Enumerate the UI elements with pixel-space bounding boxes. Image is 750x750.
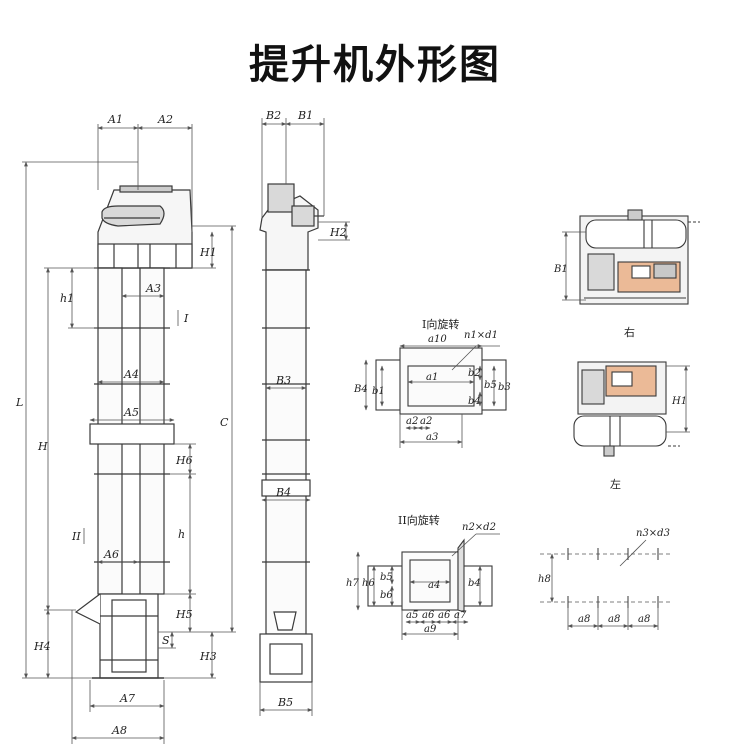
dim-A2: A2	[157, 113, 173, 126]
dim-h8: h8	[538, 574, 551, 585]
dim-II-b4: b4	[468, 578, 481, 589]
hole-marks	[567, 548, 659, 608]
dim-H4: H4	[33, 640, 51, 653]
dim-B3: B3	[275, 374, 291, 387]
dim-a8-1: a8	[578, 614, 590, 625]
dim-A7: A7	[119, 692, 135, 705]
detail-II-dimensions	[356, 533, 500, 640]
dim-H: H	[37, 440, 48, 453]
side-flanges	[261, 269, 311, 563]
dim-n3d3: n3×d3	[636, 528, 670, 539]
detail-I-inner	[407, 365, 475, 407]
dim-a6-left: a6	[422, 610, 435, 621]
marker-I: I	[183, 312, 189, 325]
dim-II-b5: b5	[380, 572, 393, 583]
dim-A1: A1	[107, 113, 123, 126]
dim-a10: a10	[428, 334, 447, 345]
dim-a3: a3	[426, 432, 438, 443]
side-view-labels: B2 B1 B3 B4 B5 H2	[265, 109, 347, 709]
dim-I-B4: B4	[353, 384, 368, 395]
dim-A8: A8	[111, 724, 127, 737]
detail-hole-labels: n3×d3 h8 a8 a8 a8	[538, 528, 670, 625]
dim-a9: a9	[424, 624, 437, 635]
dim-n2d2: n2×d2	[462, 522, 496, 533]
dim-b3: b3	[498, 382, 511, 393]
drive-left-label: 左	[610, 478, 621, 491]
front-view-dimensions	[22, 124, 236, 744]
dim-a7: a7	[454, 610, 467, 621]
dim-A5: A5	[123, 406, 139, 419]
dim-A3: A3	[145, 282, 161, 295]
dim-h6: h6	[362, 578, 375, 589]
dim-H6: H6	[175, 454, 193, 467]
dim-b2: b2	[468, 368, 481, 379]
dim-S: S	[162, 634, 170, 647]
dim-h: h	[178, 528, 185, 541]
side-casing	[265, 269, 307, 635]
dim-a8-3: a8	[638, 614, 650, 625]
casing-flanges	[89, 267, 175, 563]
front-view	[74, 185, 193, 679]
dim-a2-left: a2	[406, 416, 418, 427]
drive-left-motor	[581, 369, 605, 405]
dim-a1: a1	[426, 372, 438, 383]
drive-left-detail	[573, 361, 680, 457]
dim-a5: a5	[406, 610, 418, 621]
dim-H5: H5	[175, 608, 193, 621]
dim-a8-2: a8	[608, 614, 620, 625]
side-reducer	[291, 205, 315, 227]
dim-n1d1: n1×d1	[464, 330, 498, 341]
drive-right-label: 右	[624, 325, 635, 339]
detail-II-labels: II向旋转 n2×d2 a4 h7 h6 b5 b6 b4 a5 a6 a6 a…	[346, 513, 496, 635]
drive-right-dim-B1: B1	[553, 264, 568, 275]
head-top-plate	[119, 185, 173, 193]
dim-B4: B4	[275, 486, 291, 499]
inlet-chute	[74, 593, 101, 625]
dim-B2: B2	[265, 109, 281, 122]
dim-H1: H1	[199, 246, 217, 259]
front-view-labels: A1 A2 A3 A4 A5 A6 A7 A8 L H h1 H4 C H1 H…	[15, 113, 229, 737]
drive-left-dim-H1: H1	[671, 396, 687, 407]
page-title: 提升机外形图	[249, 42, 501, 88]
detail-hole-pattern	[540, 539, 672, 630]
detail-I-dimensions	[364, 344, 500, 448]
dim-H2: H2	[329, 226, 347, 239]
dim-h1: h1	[60, 292, 74, 305]
dim-H3: H3	[199, 650, 217, 663]
dim-h7: h7	[346, 578, 359, 589]
dim-b6: b6	[380, 590, 393, 601]
marker-II: II	[71, 530, 81, 543]
head-base-band	[97, 243, 193, 269]
dim-a4: a4	[428, 580, 440, 591]
detail-I-labels: I向旋转 n1×d1 a10 a1 B4 b1 b2 b3 b4 b5 a2 a…	[353, 317, 511, 443]
dim-L: L	[15, 396, 23, 409]
dim-B1: B1	[297, 109, 313, 122]
dim-a6-right: a6	[438, 610, 451, 621]
detail-II-side-plate	[457, 538, 465, 613]
detail-I-title: I向旋转	[422, 317, 459, 331]
dim-C: C	[220, 416, 229, 429]
drive-right-motor	[587, 253, 615, 291]
dim-A4: A4	[123, 368, 139, 381]
dim-B5: B5	[277, 696, 293, 709]
drive-right-head	[585, 219, 687, 249]
detail-II-title: II向旋转	[398, 513, 440, 527]
side-view-dimensions	[259, 118, 350, 716]
side-view	[259, 183, 324, 683]
dim-b4: b4	[468, 396, 481, 407]
boot-section	[99, 593, 159, 679]
side-boot	[259, 633, 313, 683]
dim-A6: A6	[103, 548, 119, 561]
side-motor	[267, 183, 295, 213]
drive-left-dimensions	[666, 365, 690, 433]
dim-b5: b5	[484, 380, 497, 391]
drive-right-detail	[579, 209, 700, 305]
drive-right-dimensions	[562, 231, 586, 301]
dim-b1: b1	[372, 386, 385, 397]
drive-motor-front	[101, 205, 165, 227]
dim-a2-right: a2	[420, 416, 432, 427]
side-inlet	[273, 611, 297, 631]
